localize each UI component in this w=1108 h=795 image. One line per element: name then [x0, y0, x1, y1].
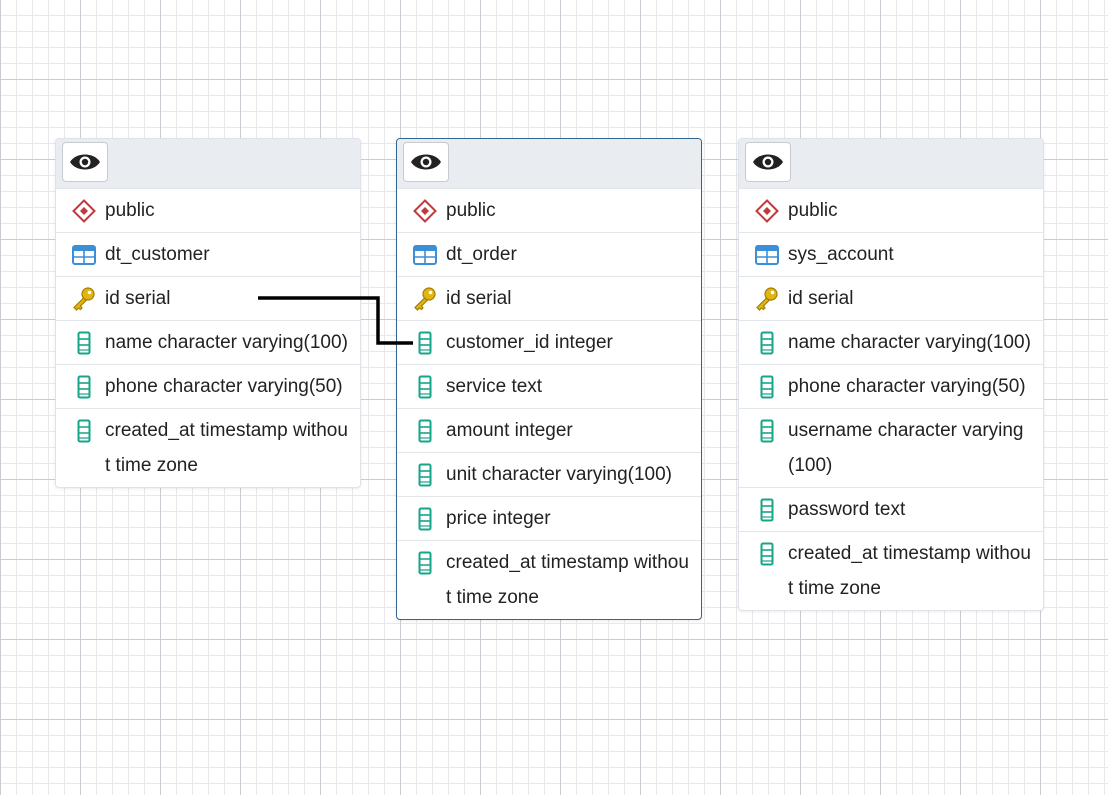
- column-label: id serial: [788, 288, 854, 309]
- table-icon: [754, 242, 780, 268]
- column-row: price integer: [397, 496, 701, 540]
- column-label: id serial: [105, 288, 171, 309]
- column-icon: [754, 330, 780, 356]
- table-node-header: [739, 139, 1043, 188]
- eye-icon[interactable]: [62, 142, 108, 182]
- table-icon: [71, 242, 97, 268]
- schema-row: public: [739, 188, 1043, 232]
- table-name-row: dt_customer: [56, 232, 360, 276]
- column-icon: [71, 330, 97, 356]
- column-row: id serial: [739, 276, 1043, 320]
- key-icon: [754, 286, 780, 312]
- column-row: created_at timestamp without time zone: [739, 531, 1043, 610]
- schema-row: public: [56, 188, 360, 232]
- column-icon: [412, 462, 438, 488]
- schema-label: public: [446, 200, 496, 221]
- column-label: password text: [788, 499, 906, 520]
- table-name: dt_customer: [105, 244, 210, 265]
- column-row: service text: [397, 364, 701, 408]
- column-row: password text: [739, 487, 1043, 531]
- column-icon: [412, 550, 438, 576]
- column-label: amount integer: [446, 420, 573, 441]
- schema-icon: [754, 198, 780, 224]
- column-icon: [71, 418, 97, 444]
- column-label: username character varying(100): [788, 420, 1024, 476]
- eye-icon[interactable]: [403, 142, 449, 182]
- column-label: customer_id integer: [446, 332, 613, 353]
- column-icon: [71, 374, 97, 400]
- column-label: unit character varying(100): [446, 464, 672, 485]
- table-name-row: sys_account: [739, 232, 1043, 276]
- column-row: phone character varying(50): [56, 364, 360, 408]
- column-row: id serial: [56, 276, 360, 320]
- column-label: created_at timestamp without time zone: [788, 543, 1031, 599]
- table-name: sys_account: [788, 244, 894, 265]
- column-icon: [412, 506, 438, 532]
- schema-label: public: [788, 200, 838, 221]
- column-label: id serial: [446, 288, 512, 309]
- column-label: created_at timestamp without time zone: [446, 552, 689, 608]
- column-row: name character varying(100): [739, 320, 1043, 364]
- schema-row: public: [397, 188, 701, 232]
- column-label: name character varying(100): [788, 332, 1031, 353]
- table-node-dt-order[interactable]: public dt_order id serial customer_id in…: [396, 138, 702, 620]
- schema-label: public: [105, 200, 155, 221]
- table-node-header: [56, 139, 360, 188]
- schema-icon: [71, 198, 97, 224]
- column-label: phone character varying(50): [105, 376, 343, 397]
- column-row: amount integer: [397, 408, 701, 452]
- schema-icon: [412, 198, 438, 224]
- column-icon: [412, 330, 438, 356]
- table-name: dt_order: [446, 244, 517, 265]
- column-icon: [412, 374, 438, 400]
- column-row: unit character varying(100): [397, 452, 701, 496]
- eye-icon[interactable]: [745, 142, 791, 182]
- column-icon: [754, 541, 780, 567]
- column-row: customer_id integer: [397, 320, 701, 364]
- column-row: created_at timestamp without time zone: [397, 540, 701, 619]
- column-label: created_at timestamp without time zone: [105, 420, 348, 476]
- column-row: id serial: [397, 276, 701, 320]
- table-node-dt-customer[interactable]: public dt_customer id serial name charac…: [55, 138, 361, 488]
- column-icon: [412, 418, 438, 444]
- column-label: phone character varying(50): [788, 376, 1026, 397]
- column-row: name character varying(100): [56, 320, 360, 364]
- column-icon: [754, 374, 780, 400]
- column-label: service text: [446, 376, 543, 397]
- column-row: created_at timestamp without time zone: [56, 408, 360, 487]
- column-icon: [754, 497, 780, 523]
- column-row: username character varying(100): [739, 408, 1043, 487]
- table-node-header: [397, 139, 701, 188]
- table-node-sys-account[interactable]: public sys_account id serial name charac…: [738, 138, 1044, 611]
- table-name-row: dt_order: [397, 232, 701, 276]
- column-label: name character varying(100): [105, 332, 348, 353]
- key-icon: [412, 286, 438, 312]
- table-icon: [412, 242, 438, 268]
- column-icon: [754, 418, 780, 444]
- key-icon: [71, 286, 97, 312]
- column-label: price integer: [446, 508, 551, 529]
- column-row: phone character varying(50): [739, 364, 1043, 408]
